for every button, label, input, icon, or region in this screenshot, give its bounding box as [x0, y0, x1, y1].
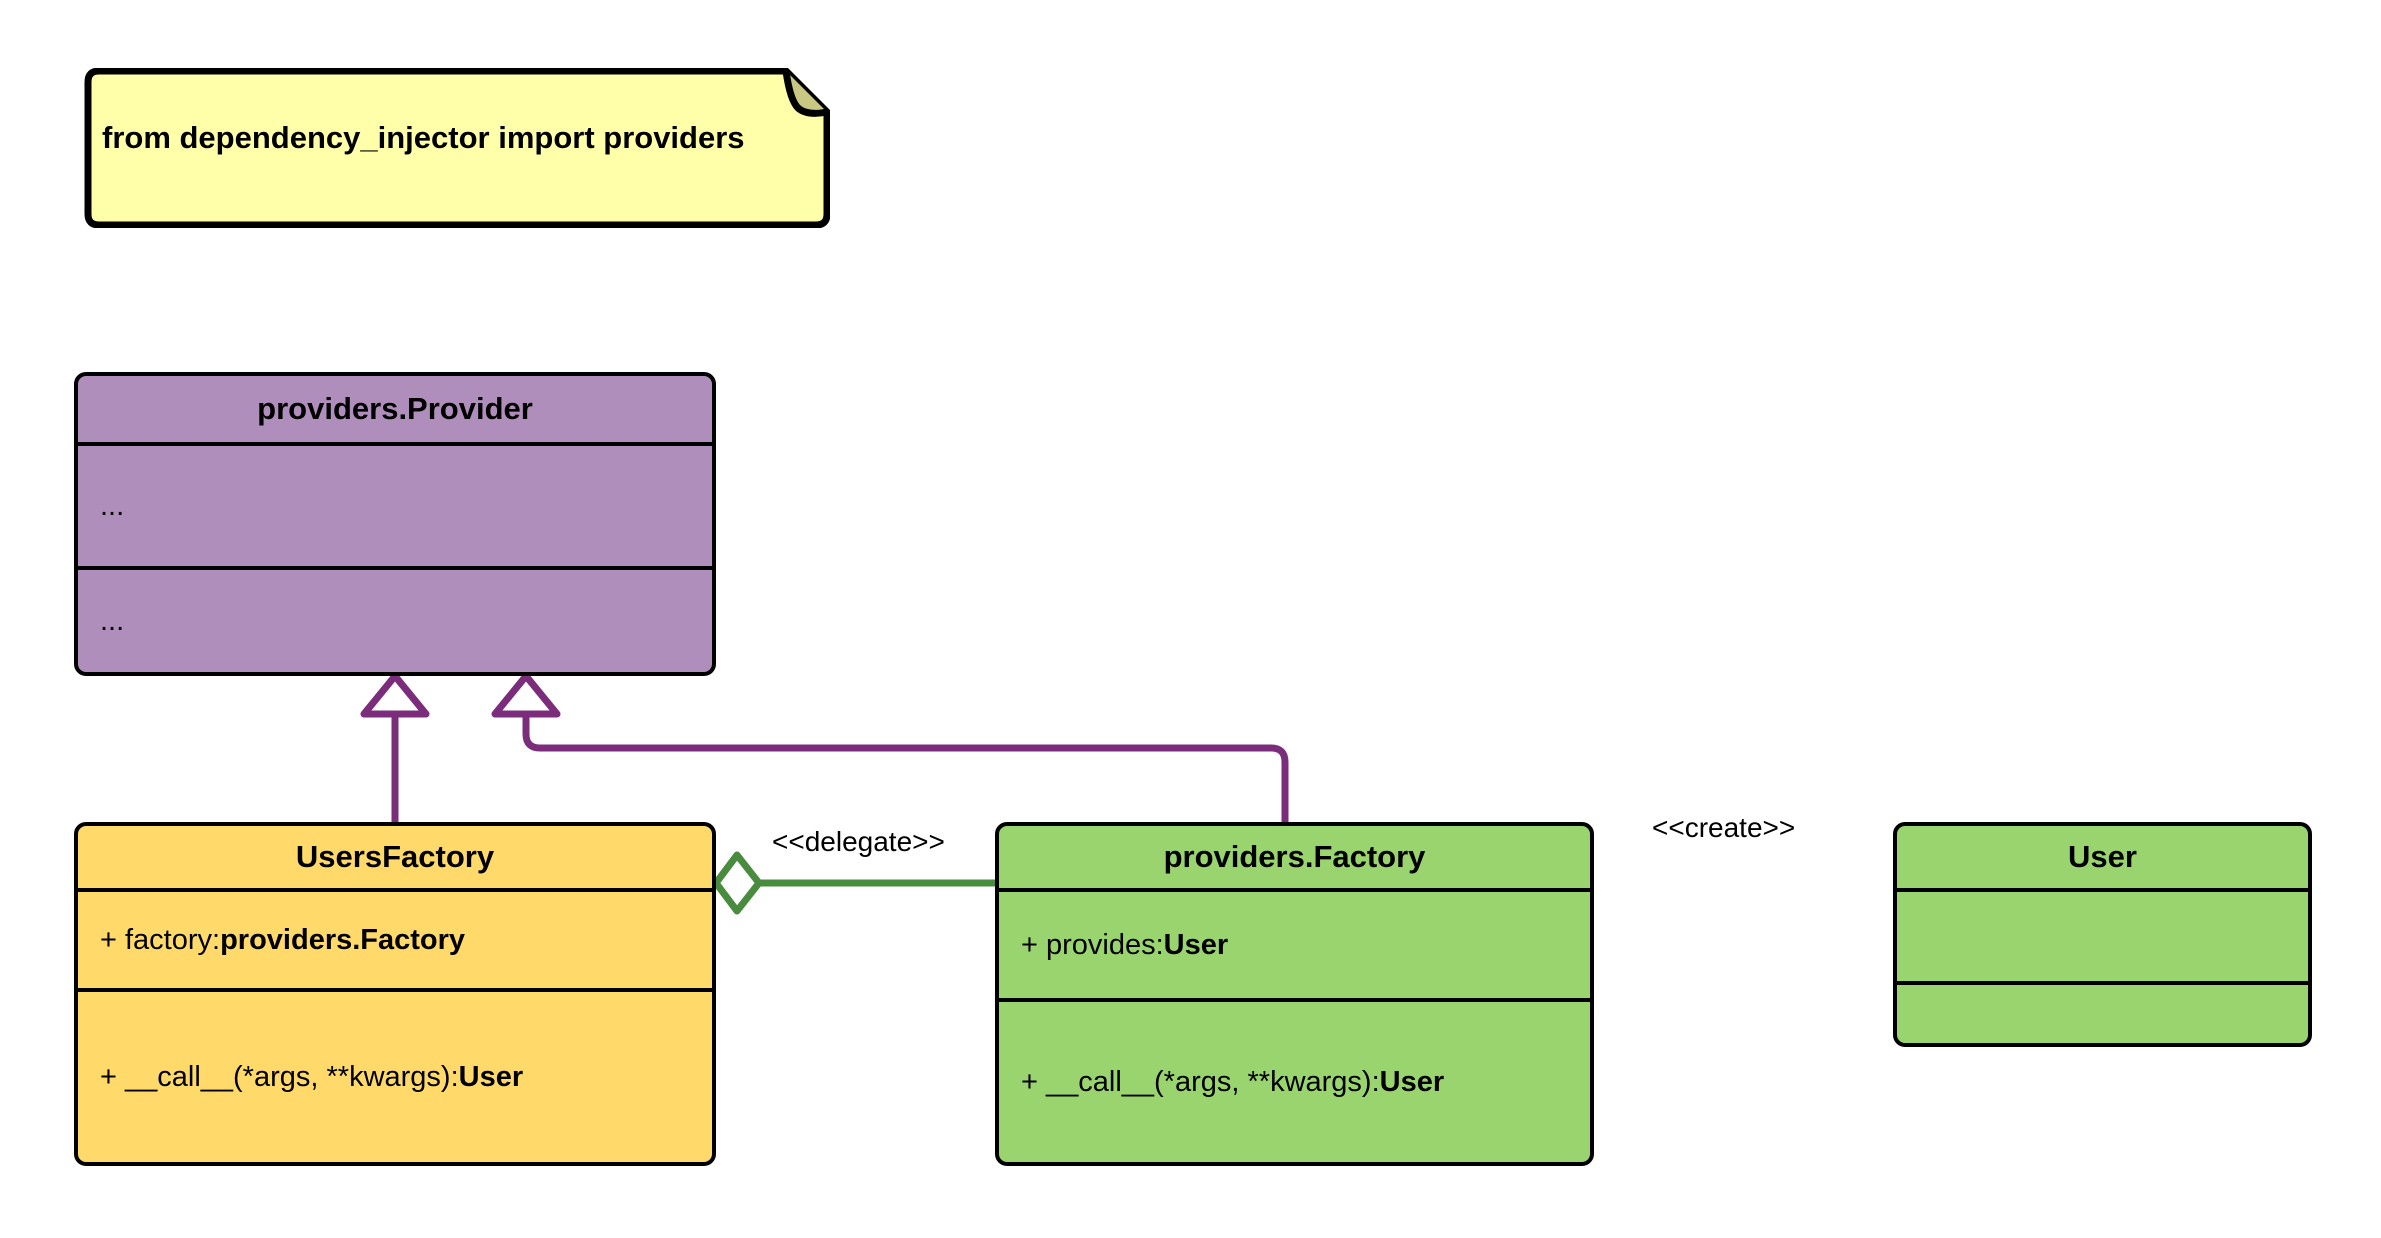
class-box-providers-provider[interactable]: providers.Provider ... ...: [74, 372, 716, 676]
class-methods-usersfactory: + __call__(*args, **kwargs): User: [78, 992, 712, 1162]
method-return-type: User: [1379, 1065, 1445, 1098]
method-prefix: + __call__(*args, **kwargs):: [100, 1060, 459, 1093]
attribute-prefix: + provides:: [1021, 928, 1164, 961]
method-return-type: User: [458, 1060, 524, 1093]
attribute-type: User: [1163, 928, 1229, 961]
generalization-usersfactory-to-provider: [360, 672, 430, 822]
aggregation-usersfactory-to-providersfactory: [712, 851, 995, 915]
class-methods-providers-provider: ...: [100, 604, 125, 637]
class-title-user: User: [1897, 826, 2308, 892]
note-shape: [84, 68, 830, 228]
class-methods-user: [1897, 985, 2308, 1043]
class-attributes-user: [1897, 892, 2308, 985]
method-prefix: + __call__(*args, **kwargs):: [1021, 1065, 1380, 1098]
edge-label-create: <<create>>: [1652, 812, 1796, 843]
class-box-user[interactable]: User: [1893, 822, 2312, 1047]
hollow-triangle-arrowhead: [491, 672, 561, 718]
class-box-providers-factory[interactable]: providers.Factory + provides: User + __c…: [995, 822, 1594, 1166]
edge-label-delegate: <<delegate>>: [772, 826, 945, 857]
note-text: from dependency_injector import provider…: [102, 120, 745, 155]
class-title-usersfactory: UsersFactory: [78, 826, 712, 892]
attribute-type: providers.Factory: [220, 923, 466, 956]
class-attributes-providers-factory: + provides: User: [999, 892, 1590, 1002]
note-comment: from dependency_injector import provider…: [74, 68, 830, 228]
class-methods-providers-factory: + __call__(*args, **kwargs): User: [999, 1002, 1590, 1162]
class-title-providers-factory: providers.Factory: [999, 826, 1590, 892]
generalization-providersfactory-to-provider: [491, 672, 1289, 822]
hollow-diamond-arrowhead: [712, 851, 763, 915]
class-attributes-providers-provider: ...: [78, 446, 712, 570]
class-title-providers-provider: providers.Provider: [78, 376, 712, 446]
class-box-usersfactory[interactable]: UsersFactory + factory: providers.Factor…: [74, 822, 716, 1166]
hollow-triangle-arrowhead: [360, 672, 430, 718]
class-attributes-usersfactory: + factory: providers.Factory: [78, 892, 712, 992]
attribute-prefix: + factory:: [100, 923, 221, 956]
